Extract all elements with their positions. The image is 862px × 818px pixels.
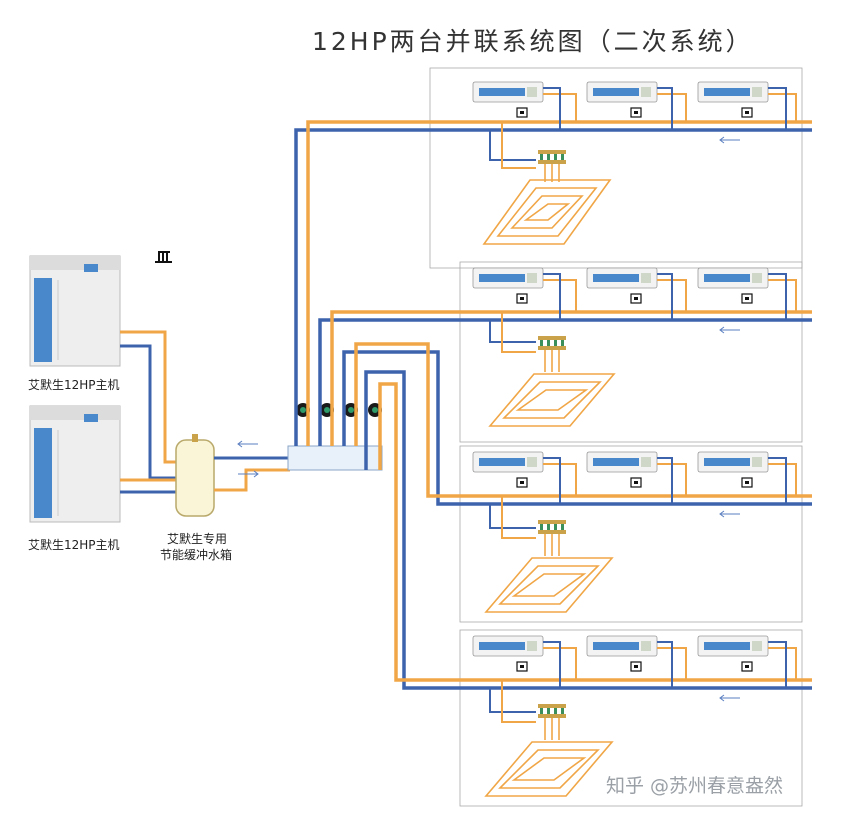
zone-2 (472, 267, 797, 427)
host-pipes (120, 330, 176, 494)
heat-pump-unit-icon (29, 405, 121, 523)
distribution-header (287, 445, 383, 471)
host-unit-1-label: 艾默生12HP主机 (28, 378, 120, 392)
buffer-tank-label-line2: 节能缓冲水箱 (160, 548, 233, 562)
zone-borders (429, 67, 803, 807)
zone-4 (472, 635, 797, 797)
flow-arrow-icon (237, 136, 740, 702)
page-title: 12HP两台并联系统图（二次系统） (312, 27, 754, 56)
watermark: 知乎 @苏州春意盎然 (606, 775, 784, 797)
heat-pump-unit-icon (29, 255, 121, 367)
zone-3 (472, 451, 797, 613)
buffer-tank-label-line1: 艾默生专用 (167, 532, 228, 546)
wall-thermostat-icon (155, 251, 172, 263)
buffer-tank-icon (175, 434, 215, 517)
zone-1 (472, 81, 797, 245)
main-risers (294, 120, 812, 690)
host-unit-2-label: 艾默生12HP主机 (28, 538, 120, 552)
tank-to-header-pipes (214, 456, 290, 492)
